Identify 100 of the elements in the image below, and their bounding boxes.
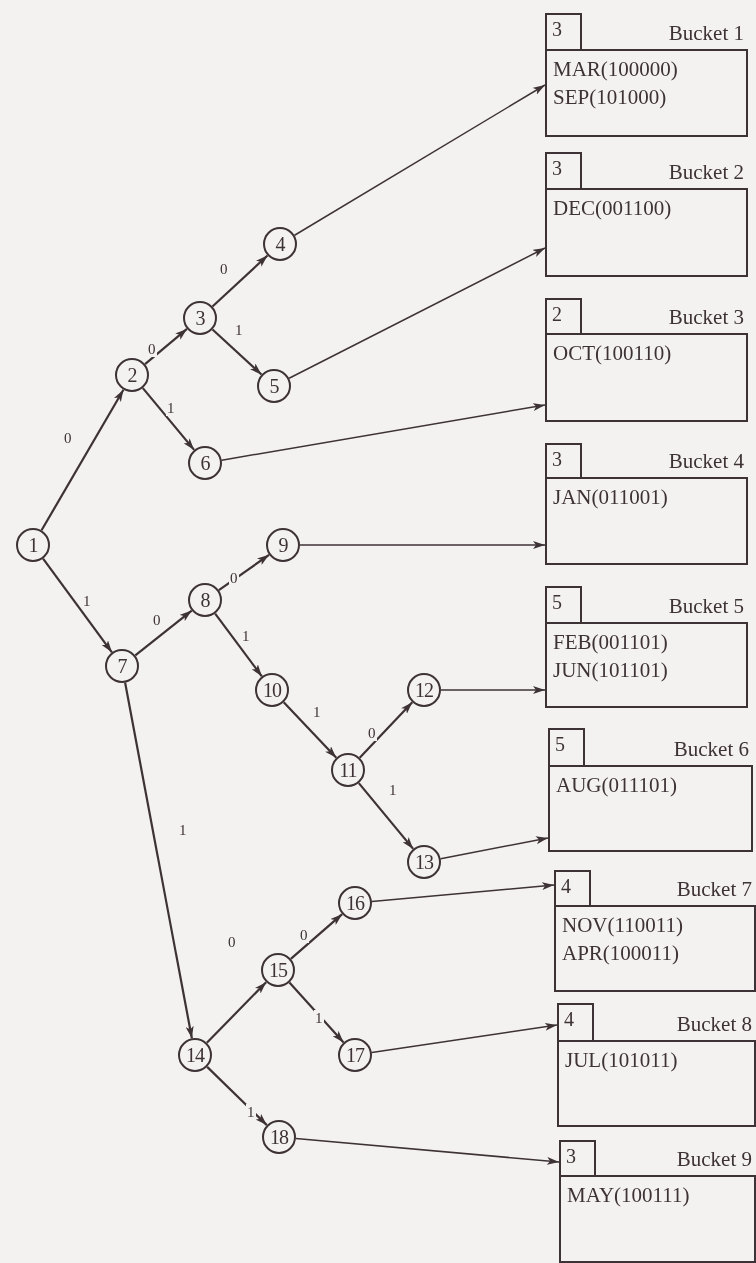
- arrow: [299, 541, 546, 549]
- node-number: 5: [269, 376, 279, 396]
- tree-node-circle: [188, 446, 222, 480]
- arrow: [142, 387, 195, 451]
- tree-node-circle: [407, 845, 441, 879]
- tree-node-circle: [263, 227, 297, 261]
- node-number: 18: [270, 1127, 288, 1147]
- local-depth-box: 3: [545, 443, 582, 477]
- tree-node-circle: [105, 649, 139, 683]
- local-depth-box: 3: [559, 1140, 596, 1175]
- node-number: 9: [278, 535, 288, 555]
- bucket-title: Bucket 1: [668, 20, 744, 46]
- tree-node-circle: [183, 301, 217, 335]
- node-number: 16: [346, 893, 364, 913]
- local-depth-box: 4: [554, 870, 591, 905]
- arrow: [214, 613, 263, 677]
- node-number: 12: [415, 680, 433, 700]
- tree-node-circle: [178, 1038, 212, 1072]
- tree-node-circle: [115, 358, 149, 392]
- arrow: [218, 553, 270, 592]
- tree-node-circle: [255, 673, 289, 707]
- node-number: 7: [117, 656, 127, 676]
- bucket-title: Bucket 4: [668, 448, 744, 474]
- arrow: [358, 701, 414, 759]
- bucket-title: Bucket 3: [668, 304, 744, 330]
- arrow: [206, 1066, 268, 1126]
- bucket-title: Bucket 9: [676, 1146, 752, 1172]
- edge-label: 0: [63, 430, 73, 446]
- bucket-title: Bucket 6: [673, 736, 749, 762]
- tree-node-circle: [262, 1120, 296, 1154]
- arrow: [124, 682, 194, 1039]
- tree-node-circle: [338, 1038, 372, 1072]
- arrow: [358, 782, 414, 850]
- record-entry: JUL(101011): [565, 1047, 678, 1074]
- arrow: [134, 609, 193, 657]
- node-number: 4: [275, 234, 285, 254]
- record-entry: OCT(100110): [553, 340, 672, 367]
- node-number: 2: [127, 365, 137, 385]
- node-number: 15: [269, 960, 287, 980]
- arrow: [211, 254, 269, 308]
- tree-node-circle: [338, 886, 372, 920]
- arrow: [288, 981, 345, 1044]
- edge-label: 0: [227, 934, 237, 950]
- record-entry: FEB(001101): [553, 629, 668, 656]
- tree-node-circle: [16, 528, 50, 562]
- tree-node-circle: [266, 528, 300, 562]
- edge-label: 1: [314, 1010, 324, 1026]
- node-number: 14: [186, 1045, 204, 1065]
- arrow: [40, 389, 125, 531]
- edge-label: 1: [82, 593, 92, 609]
- arrow: [371, 882, 555, 903]
- edge-label: 1: [388, 782, 398, 798]
- record-entry: MAY(100111): [567, 1182, 690, 1209]
- record-entry: SEP(101000): [553, 84, 667, 111]
- edge-label: 1: [178, 822, 188, 838]
- node-number: 13: [415, 852, 433, 872]
- record-entry: DEC(001100): [553, 195, 672, 222]
- edge-label: 0: [147, 341, 157, 357]
- edge-label: 1: [241, 628, 251, 644]
- arrow: [221, 403, 546, 461]
- edge-label: 0: [152, 612, 162, 628]
- arrow: [440, 686, 546, 694]
- edge-label: 0: [229, 570, 239, 586]
- arrow: [293, 84, 546, 236]
- node-number: 1: [28, 535, 38, 555]
- arrow: [290, 913, 343, 960]
- node-number: 6: [200, 453, 210, 473]
- local-depth-box: 3: [545, 13, 582, 49]
- record-entry: APR(100011): [562, 940, 680, 967]
- bucket-title: Bucket 2: [668, 159, 744, 185]
- tree-node-circle: [331, 753, 365, 787]
- edge-label: 1: [246, 1104, 256, 1120]
- local-depth-box: 5: [548, 728, 585, 765]
- bucket-title: Bucket 5: [668, 593, 744, 619]
- edge-label: 0: [219, 261, 229, 277]
- arrow: [439, 836, 549, 860]
- arrow: [144, 328, 188, 365]
- record-entry: JUN(101101): [553, 657, 668, 684]
- local-depth-box: 4: [557, 1003, 594, 1040]
- record-entry: JAN(011001): [553, 484, 668, 511]
- node-number: 8: [200, 590, 210, 610]
- tree-node-circle: [257, 369, 291, 403]
- local-depth-box: 2: [545, 298, 582, 333]
- arrow: [211, 328, 263, 376]
- bucket-title: Bucket 8: [676, 1011, 752, 1037]
- arrow: [42, 558, 113, 653]
- tree-node-circle: [188, 583, 222, 617]
- tree-node-circle: [407, 673, 441, 707]
- bucket-title: Bucket 7: [676, 876, 752, 902]
- record-entry: AUG(011101): [556, 772, 677, 799]
- local-depth-box: 5: [545, 586, 582, 622]
- record-entry: MAR(100000): [553, 56, 678, 83]
- edge-label: 1: [312, 704, 322, 720]
- edge-label: 0: [367, 725, 377, 741]
- local-depth-box: 3: [545, 152, 582, 188]
- node-number: 17: [346, 1045, 364, 1065]
- tree-node-circle: [261, 953, 295, 987]
- arrow: [295, 1137, 560, 1165]
- record-entry: NOV(110011): [562, 912, 683, 939]
- arrow: [371, 1022, 558, 1054]
